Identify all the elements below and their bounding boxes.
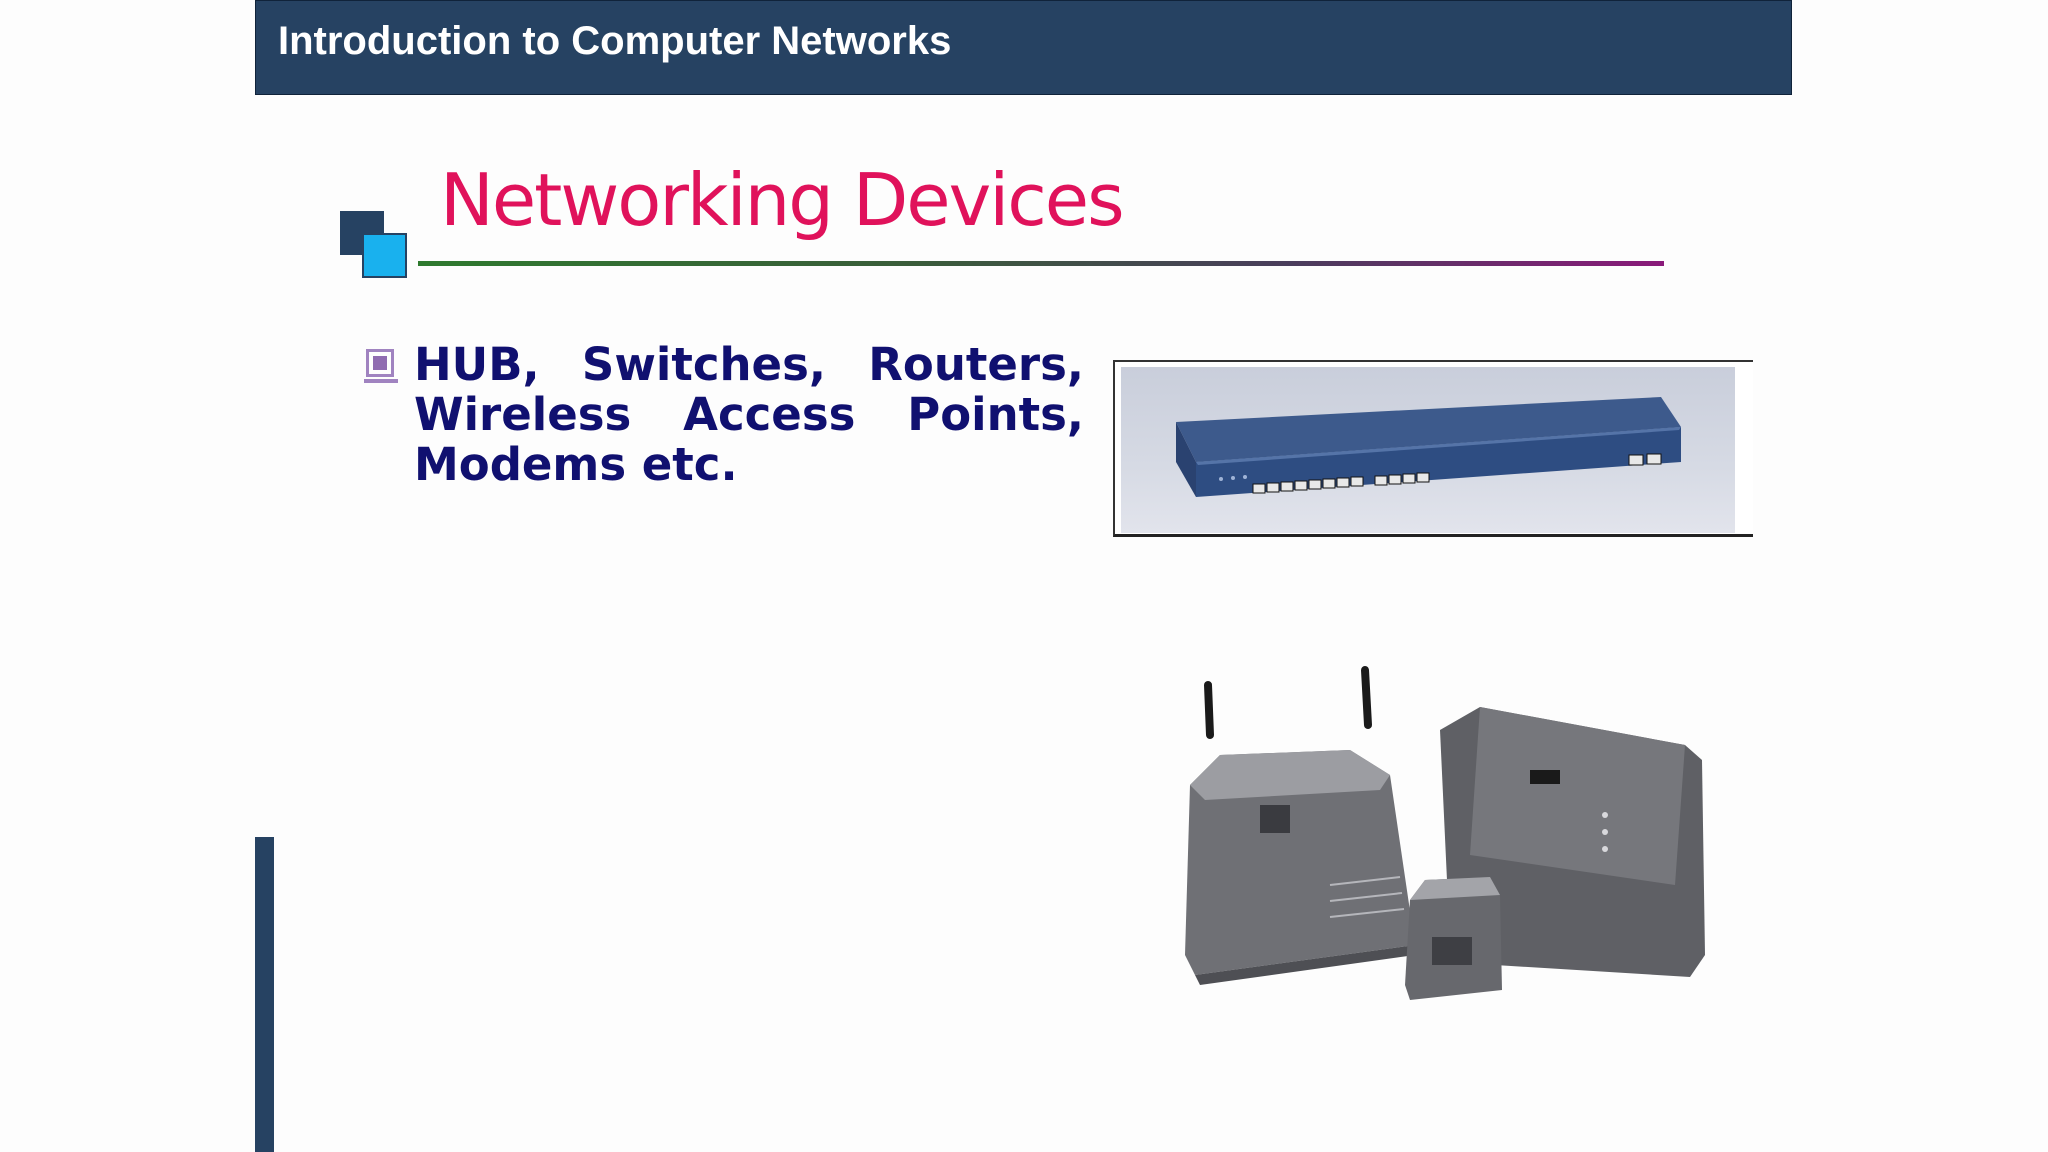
- left-accent-bar: [255, 837, 274, 1152]
- title-underline: [418, 261, 1664, 266]
- bullet-square-icon: [364, 349, 398, 383]
- bullet-text: HUB, Switches, Routers, Wireless Access …: [414, 338, 1084, 491]
- title-square-front: [362, 233, 407, 278]
- switch-photo: [1113, 360, 1753, 537]
- slide-title: Networking Devices: [440, 158, 1125, 242]
- switch-photo-background: [1121, 367, 1735, 533]
- wireless-devices-illustration: [1185, 666, 1705, 1000]
- switch-ports: [1252, 453, 1662, 494]
- network-switch-illustration: [1176, 397, 1681, 497]
- header-title: Introduction to Computer Networks: [278, 19, 952, 63]
- title-squares-icon: [340, 211, 407, 278]
- header-bar: Introduction to Computer Networks: [255, 0, 1792, 95]
